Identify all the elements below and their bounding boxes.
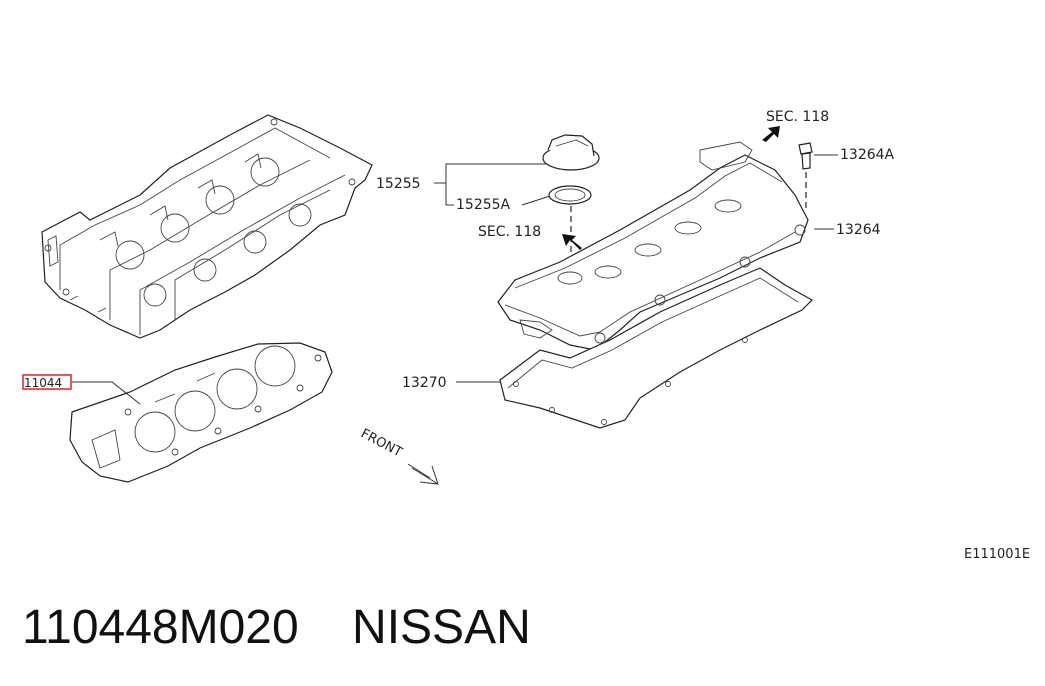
rocker-cover-drawing bbox=[497, 141, 809, 351]
callout-13270[interactable]: 13270 bbox=[402, 375, 447, 391]
callout-13264a[interactable]: 13264A bbox=[840, 147, 895, 163]
sec-arrow-right-icon bbox=[762, 126, 780, 142]
callout-15255[interactable]: 15255 bbox=[376, 176, 421, 192]
rocker-cover-gasket-drawing bbox=[499, 267, 813, 429]
head-gasket-drawing bbox=[69, 342, 333, 483]
oil-cap-seal-drawing bbox=[548, 185, 592, 205]
callout-15255a[interactable]: 15255A bbox=[456, 197, 511, 213]
diagram-code: E111001E bbox=[964, 547, 1030, 562]
callout-11044[interactable]: 11044 bbox=[24, 376, 62, 390]
footer: 110448M020 NISSAN bbox=[22, 600, 531, 655]
callout-13264[interactable]: 13264 bbox=[836, 222, 881, 238]
front-label: FRONT bbox=[358, 426, 404, 460]
bolt-drawing bbox=[798, 142, 813, 170]
part-number: 110448M020 bbox=[22, 601, 299, 654]
sec-arrow-left-icon bbox=[562, 234, 582, 250]
oil-filler-cap-drawing bbox=[542, 134, 600, 171]
callout-sec-118-left[interactable]: SEC. 118 bbox=[478, 224, 541, 240]
callout-sec-118-right[interactable]: SEC. 118 bbox=[766, 109, 829, 125]
brand-name: NISSAN bbox=[352, 601, 531, 654]
parts-diagram: 11044 FRONT 15255 15255A SEC. 118 bbox=[22, 109, 1030, 562]
front-arrow-icon bbox=[407, 463, 439, 485]
cylinder-head-drawing bbox=[41, 114, 373, 339]
callout-highlight-box bbox=[22, 374, 72, 390]
